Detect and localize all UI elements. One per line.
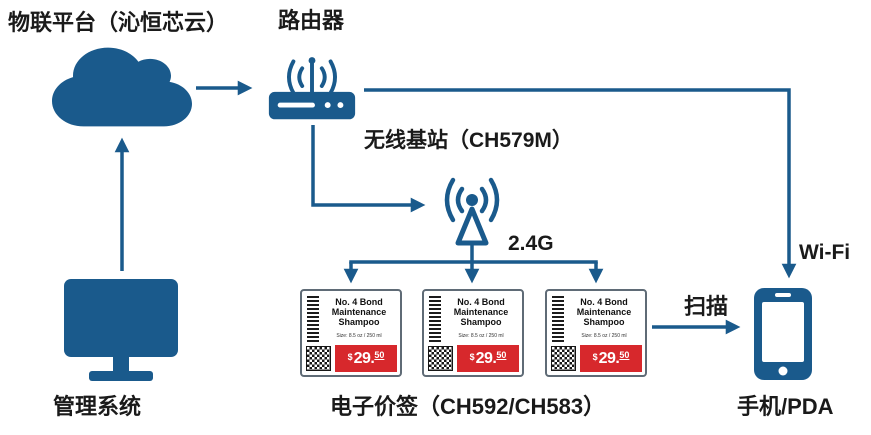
barcode (552, 296, 564, 342)
price-cents: 50 (496, 349, 507, 360)
line-router-to-phone-wifi (364, 88, 797, 279)
base-station-icon (434, 163, 510, 247)
qr-code (428, 346, 453, 371)
price-tag-3: No. 4 Bond Maintenance Shampoo Size: 8.5… (545, 289, 647, 377)
currency-symbol: $ (469, 351, 475, 362)
price-tag-title: No. 4 Bond Maintenance Shampoo (576, 297, 632, 328)
price-box: $29.50 (580, 345, 642, 372)
scan-label: 扫描 (684, 294, 729, 319)
price-tag-subtitle: Size: 8.5 oz / 250 ml (458, 333, 504, 339)
qr-code (306, 346, 331, 371)
price-tag-subtitle: Size: 8.5 oz / 250 ml (336, 333, 382, 339)
price-tag-title: No. 4 Bond Maintenance Shampoo (331, 297, 387, 328)
price-box: $29.50 (457, 345, 519, 372)
cloud-icon (52, 42, 192, 132)
currency-symbol: $ (592, 351, 598, 362)
rf-band-label: 2.4G (508, 232, 554, 255)
wifi-label: Wi-Fi (799, 241, 851, 264)
router-label: 路由器 (278, 8, 345, 33)
price-dollars: 29. (353, 349, 375, 367)
management-system-label: 管理系统 (53, 394, 142, 419)
desktop-monitor-icon (62, 277, 180, 385)
price-tag-1: No. 4 Bond Maintenance Shampoo Size: 8.5… (300, 289, 402, 377)
qr-code (551, 346, 576, 371)
arrow-router-to-basestation (311, 125, 426, 213)
price-tag-subtitle: Size: 8.5 oz / 250 ml (581, 333, 627, 339)
router-icon (263, 46, 361, 124)
phone-pda-label: 手机/PDA (737, 394, 834, 419)
esl-label: 电子价签（CH592/CH583） (330, 394, 606, 419)
price-box: $29.50 (335, 345, 397, 372)
price-cents: 50 (374, 349, 385, 360)
line-basestation-distribution-bus (349, 245, 598, 264)
price-dollars: 29. (475, 349, 497, 367)
price-tag-2: No. 4 Bond Maintenance Shampoo Size: 8.5… (422, 289, 524, 377)
base-station-label: 无线基站（CH579M） (364, 129, 573, 152)
currency-symbol: $ (347, 351, 353, 362)
price-dollars: 29. (598, 349, 620, 367)
cloud-label: 物联平台（沁恒芯云） (8, 10, 229, 35)
smartphone-icon (752, 286, 814, 382)
barcode (307, 296, 319, 342)
price-cents: 50 (619, 349, 630, 360)
barcode (429, 296, 441, 342)
price-tag-title: No. 4 Bond Maintenance Shampoo (453, 297, 509, 328)
